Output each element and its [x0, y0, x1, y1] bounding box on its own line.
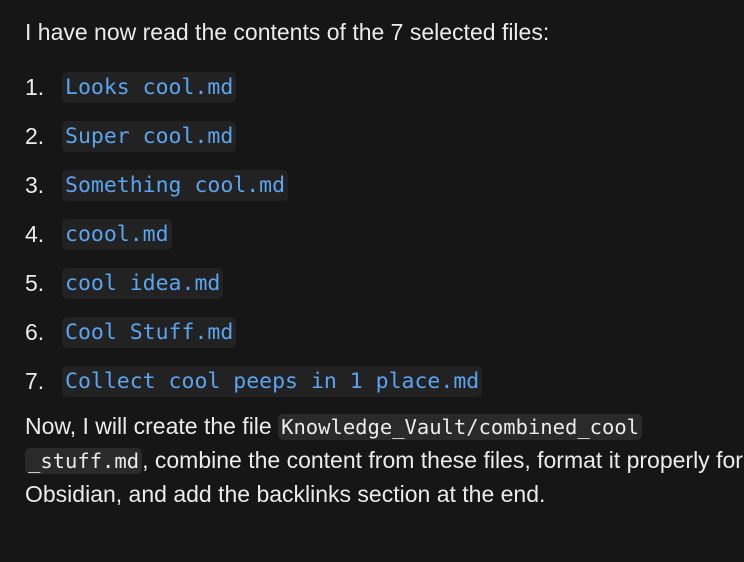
outro-text: Now, I will create the file Knowledge_Va…: [25, 410, 744, 511]
list-number: 4.: [25, 221, 45, 247]
intro-text: I have now read the contents of the 7 se…: [25, 19, 550, 45]
list-item: 6. Cool Stuff.md: [25, 308, 744, 357]
file-list: 1. Looks cool.md 2. Super cool.md 3. Som…: [25, 63, 744, 406]
list-number: 5.: [25, 270, 45, 296]
list-item: 1. Looks cool.md: [25, 63, 744, 112]
file-path-code: Knowledge_Vault/combined_cool: [278, 414, 643, 440]
list-number: 7.: [25, 368, 45, 394]
file-link[interactable]: coool.md: [62, 219, 172, 250]
list-number: 6.: [25, 319, 45, 345]
file-link[interactable]: cool idea.md: [62, 268, 224, 299]
file-link[interactable]: Something cool.md: [62, 170, 289, 201]
file-link[interactable]: Cool Stuff.md: [62, 317, 237, 348]
list-item: 3. Something cool.md: [25, 161, 744, 210]
list-number: 1.: [25, 74, 45, 100]
file-link[interactable]: Collect cool peeps in 1 place.md: [62, 366, 483, 397]
list-item: 5. cool idea.md: [25, 259, 744, 308]
file-link[interactable]: Looks cool.md: [62, 72, 237, 103]
outro-after: , combine the content from these files, …: [25, 447, 743, 507]
list-number: 3.: [25, 172, 45, 198]
outro-before: Now, I will create the file: [25, 413, 279, 439]
file-link[interactable]: Super cool.md: [62, 121, 237, 152]
list-number: 2.: [25, 123, 45, 149]
list-item: 4. coool.md: [25, 210, 744, 259]
list-item: 7. Collect cool peeps in 1 place.md: [25, 357, 744, 406]
list-item: 2. Super cool.md: [25, 112, 744, 161]
file-path-code-continued: _stuff.md: [25, 448, 143, 474]
